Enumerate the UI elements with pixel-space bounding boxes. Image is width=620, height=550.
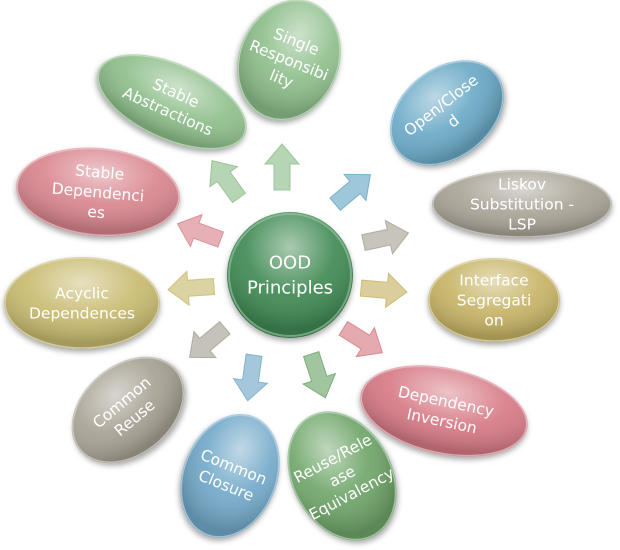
principle-oval-rim <box>71 357 185 463</box>
arrow-0 <box>263 143 301 191</box>
arrow-shape <box>263 143 301 191</box>
arrow-shape <box>176 213 225 248</box>
arrow-6 <box>232 353 269 402</box>
arrow-4 <box>338 320 384 358</box>
principle-label-line: Dependences <box>29 305 135 323</box>
principle-oval-gloss <box>287 411 397 541</box>
center-node: OOD Principles <box>227 212 353 338</box>
principle-oval-rim <box>432 170 612 238</box>
principle-oval-gloss <box>16 147 180 237</box>
principle-oval-rim <box>428 258 560 342</box>
arrow-shape <box>167 270 216 307</box>
arrow-1 <box>329 173 371 211</box>
principle-oval-gloss <box>4 257 160 349</box>
principle-oval-gloss <box>360 365 528 457</box>
principle-label-line: Segregati <box>457 292 532 310</box>
principle-label-line: LSP <box>508 216 536 234</box>
principle-label-line: on <box>484 312 503 330</box>
principle-label-line: Liskov <box>498 176 546 194</box>
principle-label-line: Stable <box>74 161 124 183</box>
principle-oval-gloss <box>71 356 185 464</box>
arrow-8 <box>167 270 216 307</box>
arrow-shape <box>329 173 371 211</box>
principle-label-line: es <box>87 203 106 222</box>
arrow-shape <box>338 320 384 358</box>
arrow-shape <box>361 219 410 255</box>
principle-oval-gloss <box>432 170 612 238</box>
center-circle-gloss <box>227 212 353 338</box>
principle-oval-gloss <box>97 54 247 150</box>
arrows-layer <box>167 143 410 402</box>
principle-label-line: Acyclic <box>55 285 109 303</box>
principle-oval-gloss <box>180 414 280 538</box>
principle-oval-gloss <box>428 258 560 342</box>
principle-oval-rim <box>180 414 280 538</box>
principle-label-line: Interface <box>459 272 528 290</box>
principle-oval-rim <box>360 365 528 457</box>
principle-oval-gloss <box>237 0 341 121</box>
principle-oval-rim <box>390 60 504 166</box>
center-label-line: OOD <box>269 253 311 274</box>
arrow-3 <box>359 272 408 309</box>
arrow-7 <box>189 321 231 359</box>
arrow-10 <box>209 159 247 204</box>
arrow-shape <box>301 350 337 399</box>
principle-oval-rim <box>97 54 247 150</box>
arrow-9 <box>176 213 225 248</box>
arrow-shape <box>209 159 247 204</box>
principle-label-line: Substitution - <box>470 196 574 214</box>
principle-oval-rim <box>16 147 180 237</box>
arrow-5 <box>301 350 337 399</box>
arrow-2 <box>361 219 410 255</box>
principle-oval-gloss <box>390 60 504 166</box>
center-label-line: Principles <box>247 278 333 299</box>
principle-oval-rim <box>287 411 397 541</box>
center-circle-rim <box>228 213 352 337</box>
principle-oval-rim <box>4 257 160 349</box>
arrow-shape <box>189 321 231 359</box>
arrow-shape <box>232 353 269 402</box>
arrow-shape <box>359 272 408 309</box>
